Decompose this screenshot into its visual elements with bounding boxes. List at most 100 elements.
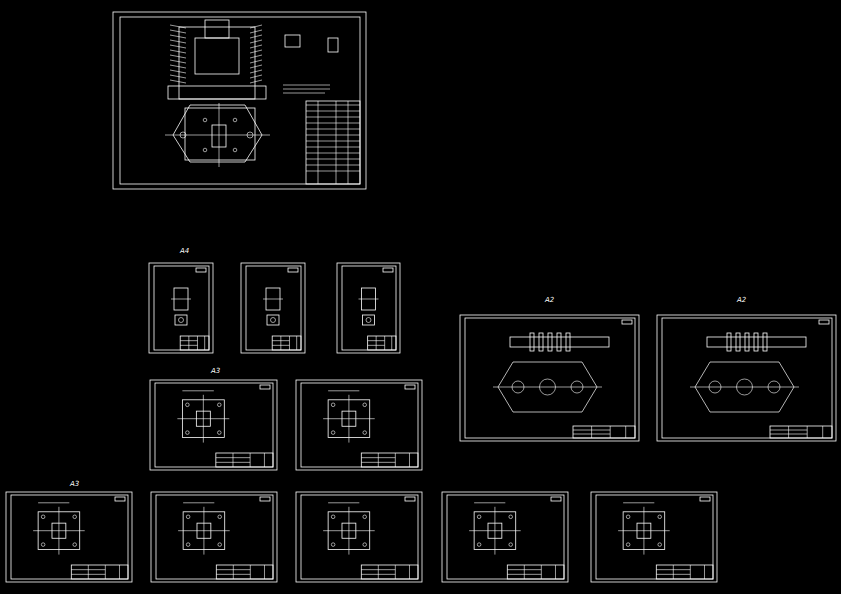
hole-circle [203, 118, 207, 122]
cad-line [170, 25, 186, 28]
cad-line [170, 50, 186, 53]
cad-line [283, 93, 325, 94]
cad-line [328, 390, 359, 391]
cad-line [690, 387, 799, 388]
sheet-frame [113, 12, 366, 189]
sheet-frame [150, 380, 277, 470]
section-view [707, 337, 806, 347]
bolt [763, 333, 767, 351]
cad-line [348, 395, 349, 443]
cad-line [170, 45, 186, 48]
sheet-frame [296, 380, 422, 470]
sheet-border [154, 266, 209, 350]
cad-line [204, 336, 205, 350]
hole-circle [217, 403, 221, 407]
cad-line [328, 502, 359, 503]
base-plate [168, 86, 266, 99]
cad-line [306, 111, 360, 112]
cad-line [283, 89, 330, 90]
cad-line [643, 507, 644, 555]
cad-line [306, 123, 360, 124]
cad-line [395, 565, 396, 579]
title-block [216, 565, 273, 579]
cad-line [250, 40, 262, 43]
cad-line [306, 117, 360, 118]
sheet-tag [288, 268, 298, 272]
cad-line [306, 159, 360, 160]
cad-line [250, 55, 262, 58]
sheet-tag [260, 385, 270, 389]
sheet-border [662, 318, 832, 438]
hole-circle [331, 431, 335, 435]
punch [205, 20, 229, 38]
bolt [530, 333, 534, 351]
cad-line [170, 35, 186, 38]
sheet-tag [383, 268, 393, 272]
hole-circle [218, 515, 222, 519]
cad-line [183, 502, 214, 503]
bolt [548, 333, 552, 351]
hole-circle [363, 403, 367, 407]
sheet-tag [260, 497, 270, 501]
sheet-size-label: A2 [545, 297, 554, 304]
bolt [727, 333, 731, 351]
cad-line [250, 45, 262, 48]
cad-line [822, 426, 823, 438]
cad-line [170, 80, 186, 83]
sheet-border [155, 383, 273, 467]
hole-circle [271, 318, 276, 323]
sheet-tag [405, 385, 415, 389]
cad-line [555, 565, 556, 579]
cad-line [378, 565, 379, 579]
sheet-size-label: A4 [180, 248, 189, 255]
sheet-border [246, 266, 301, 350]
hole-circle [218, 543, 222, 547]
sheet-border [301, 495, 418, 579]
part-view [267, 315, 279, 325]
hole-circle [658, 543, 662, 547]
cad-line [170, 55, 186, 58]
cad-line [250, 65, 262, 68]
hole-circle [366, 318, 371, 323]
cad-line [306, 129, 360, 130]
cad-line [623, 502, 654, 503]
sheet-frame [296, 492, 422, 582]
cad-line [170, 65, 186, 68]
cad-line [336, 101, 337, 184]
cad-line [264, 453, 265, 467]
cad-line [306, 171, 360, 172]
hole-circle [73, 515, 77, 519]
sheet-frame [337, 263, 400, 353]
part-view [175, 315, 187, 325]
cad-line [306, 147, 360, 148]
hole-circle [363, 543, 367, 547]
detail-view [285, 35, 300, 47]
cad-line [474, 502, 505, 503]
sheet-tag [622, 320, 632, 324]
cad-line [88, 565, 89, 579]
title-block [368, 336, 396, 350]
bolt [745, 333, 749, 351]
hole-circle [233, 118, 237, 122]
hole-circle [331, 543, 335, 547]
cad-line [170, 60, 186, 63]
cad-line [280, 336, 281, 350]
cad-line [233, 565, 234, 579]
sheet-border [301, 383, 418, 467]
bolt [557, 333, 561, 351]
hole-circle [477, 515, 481, 519]
die-block [195, 38, 239, 74]
sheet-frame [460, 315, 639, 441]
sheet-tag [196, 268, 206, 272]
cad-line [359, 299, 379, 300]
hole-circle [477, 543, 481, 547]
sheet-border [342, 266, 396, 350]
cad-line [376, 336, 377, 350]
cad-line [105, 565, 106, 579]
hole-circle [626, 543, 630, 547]
cad-line [625, 426, 626, 438]
cad-line [384, 336, 385, 350]
sheet-frame [591, 492, 717, 582]
cad-line [250, 75, 262, 78]
